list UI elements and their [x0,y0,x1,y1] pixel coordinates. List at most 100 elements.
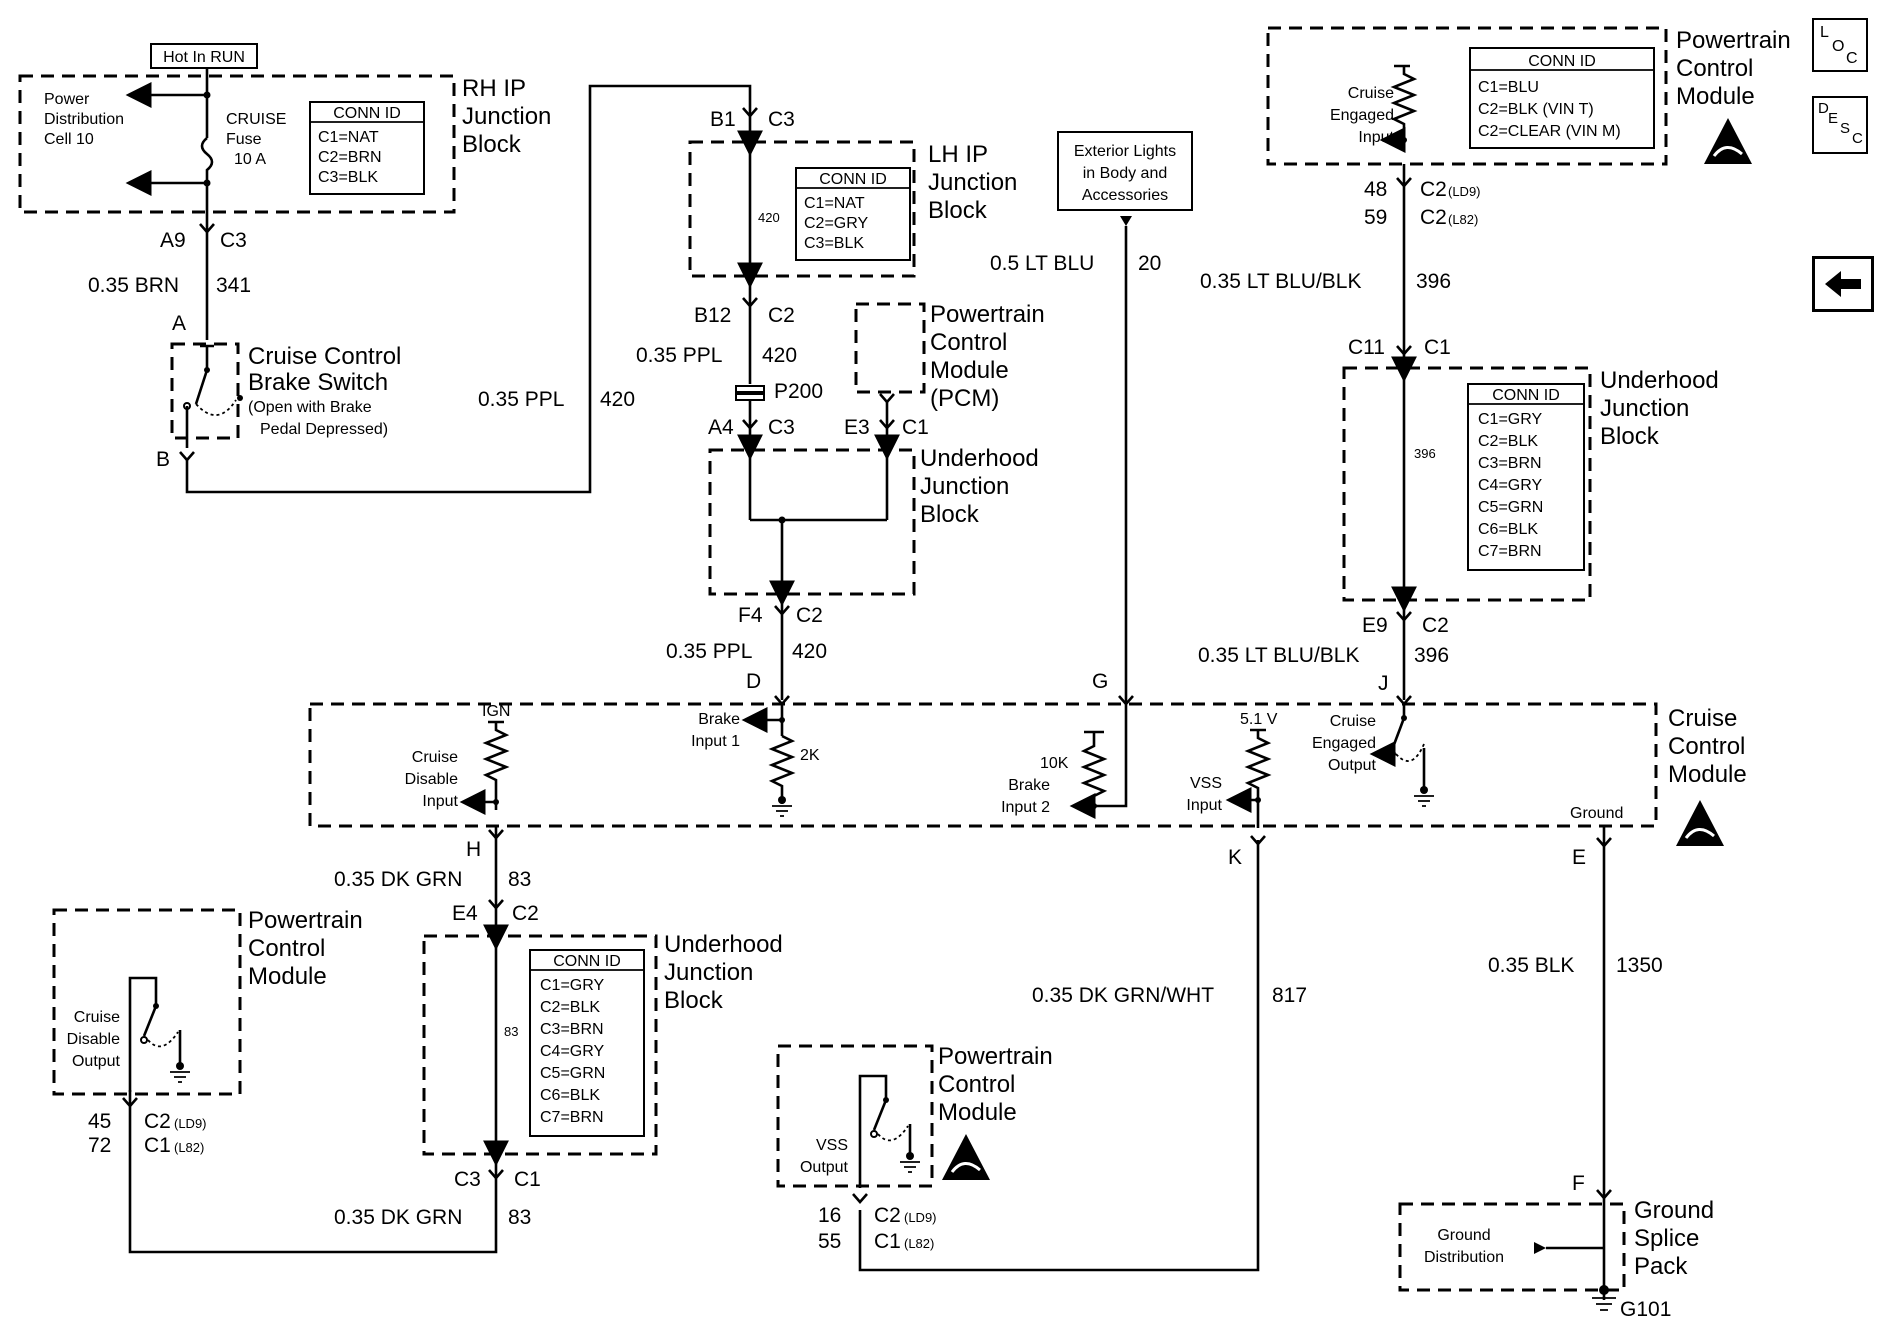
pin-59: 59 [1364,206,1387,229]
pcm-bottom-name: Powertrain Control Module [938,1043,1053,1126]
exterior-lights-box: Exterior Lights in Body and Accessories [1057,131,1193,211]
brake-switch-icon [183,344,243,448]
hot-in-run-label: Hot In RUN [150,43,258,69]
splice-dot [203,91,211,99]
engaged-output-switch-icon [1369,704,1434,807]
conn-c2: C2 [144,1110,171,1133]
svg-text:Module: Module [930,357,1009,384]
lh-conn-id-box: CONN ID C1=NAT C2=GRY C3=BLK [795,167,911,261]
circuit-341: 341 [216,274,251,297]
ground-label: Ground [1570,805,1623,822]
connector-c2-icon [1396,611,1412,622]
vss-output-label: VSS Output [800,1137,849,1176]
option-ld9: (LD9) [904,1210,937,1225]
wire-color-ltblublk: 0.35 LT BLU/BLK [1200,270,1362,293]
connector-c2-icon [852,1193,868,1204]
svg-text:Cruise: Cruise [1348,85,1394,102]
wire-color-brn: 0.35 BRN [88,274,179,297]
conn-c3: C3 [768,108,795,131]
circuit-1350: 1350 [1616,954,1663,977]
disable-input-resistor-icon [482,720,510,810]
connector-b-icon [179,451,195,462]
svg-text:Module: Module [1668,761,1747,788]
ground-g101: G101 [1620,1298,1671,1321]
connector-c3-icon [742,107,758,118]
svg-text:CONN ID: CONN ID [1528,53,1596,70]
rh-block-name: RH IP Junction Block [462,75,551,158]
svg-text:C2=BLK: C2=BLK [540,999,600,1016]
svg-text:C1=BLU: C1=BLU [1478,79,1539,96]
svg-text:CONN ID: CONN ID [819,171,887,188]
svg-text:Output: Output [800,1159,849,1176]
option-ld9: (LD9) [1448,184,1481,199]
conn-c1: C1 [874,1230,901,1253]
esd-warning-icon [942,1134,990,1180]
svg-text:Input 1: Input 1 [691,733,740,750]
splice-p200-icon [735,385,765,401]
svg-text:Powertrain: Powertrain [1676,27,1791,54]
svg-text:Disable: Disable [67,1031,120,1048]
svg-text:Junction: Junction [920,473,1009,500]
pcm-tr-conn-id-box: CONN ID C1=BLU C2=BLK (VIN T) C2=CLEAR (… [1469,47,1655,149]
svg-text:Cruise: Cruise [1330,713,1376,730]
conn-c2: C2 [1420,178,1447,201]
connector-c1-icon [879,393,895,404]
svg-text:Pedal Depressed): Pedal Depressed) [260,421,388,438]
svg-text:Control: Control [1676,55,1753,82]
loc-button[interactable]: L O C [1812,18,1868,72]
brake-switch-box [170,342,240,440]
circuit-420: 420 [792,640,827,663]
pin-45: 45 [88,1110,111,1133]
pin-55: 55 [818,1230,841,1253]
svg-text:C5=GRN: C5=GRN [1478,499,1543,516]
svg-text:Exterior Lights: Exterior Lights [1074,143,1176,160]
svg-text:RH IP: RH IP [462,75,526,102]
pin-j: J [1378,672,1389,695]
wire-color-blk: 0.35 BLK [1488,954,1574,977]
svg-text:C2=CLEAR (VIN M): C2=CLEAR (VIN M) [1478,123,1621,140]
svg-text:C2=BLK: C2=BLK [1478,433,1538,450]
pin-d: D [746,670,761,693]
uh-right-name: Underhood Junction Block [1600,367,1719,450]
svg-text:Control: Control [1668,733,1745,760]
power-distribution-label: Power Distribution Cell 10 [44,91,124,148]
connector-f-icon [1596,1189,1612,1200]
svg-text:C2=GRY: C2=GRY [804,215,869,232]
svg-text:(Open with Brake: (Open with Brake [248,399,372,416]
svg-text:CONN ID: CONN ID [333,105,401,122]
cruise-fuse-label: CRUISE Fuse 10 A [226,111,286,168]
underhood-junction-block-center [708,448,916,596]
svg-text:Powertrain: Powertrain [930,301,1045,328]
svg-text:Underhood: Underhood [664,931,783,958]
loc-letter: C [1846,50,1858,67]
pin-b12: B12 [694,304,731,327]
svg-text:Block: Block [462,131,522,158]
svg-text:Pack: Pack [1634,1253,1688,1280]
pin-b: B [156,448,170,471]
svg-text:Junction: Junction [928,169,1017,196]
back-button[interactable] [1812,256,1874,312]
pin-48: 48 [1364,178,1387,201]
svg-text:C7=BRN: C7=BRN [540,1109,604,1126]
connector-c2-icon [488,899,504,910]
svg-text:Fuse: Fuse [226,131,262,148]
wire-color-dkgrn: 0.35 DK GRN [334,1206,462,1229]
svg-text:Brake: Brake [1008,777,1050,794]
uh-bottom-name: Underhood Junction Block [664,931,783,1014]
back-arrow-icon [1825,271,1861,297]
pcm-top-right-box [1266,26,1668,166]
desc-button[interactable]: D E S C [1812,96,1868,154]
desc-letter: E [1828,110,1839,127]
svg-text:C1=GRY: C1=GRY [1478,411,1543,428]
svg-text:Module: Module [248,963,327,990]
vss-input-label: VSS Input [1186,775,1222,814]
svg-text:Junction: Junction [1600,395,1689,422]
pin-a9: A9 [160,229,186,252]
wire-color-ltblu: 0.5 LT BLU [990,252,1094,275]
svg-text:C7=BRN: C7=BRN [1478,543,1542,560]
vss-output-switch-icon [858,1074,920,1188]
ground-splice-pack-name: Ground Splice Pack [1634,1197,1714,1280]
uh-right-conn-id-box: CONN ID C1=GRY C2=BLK C3=BRN C4=GRY C5=G… [1467,383,1585,571]
resistor-2k-label: 2K [800,747,820,764]
conn-c2: C2 [768,304,795,327]
